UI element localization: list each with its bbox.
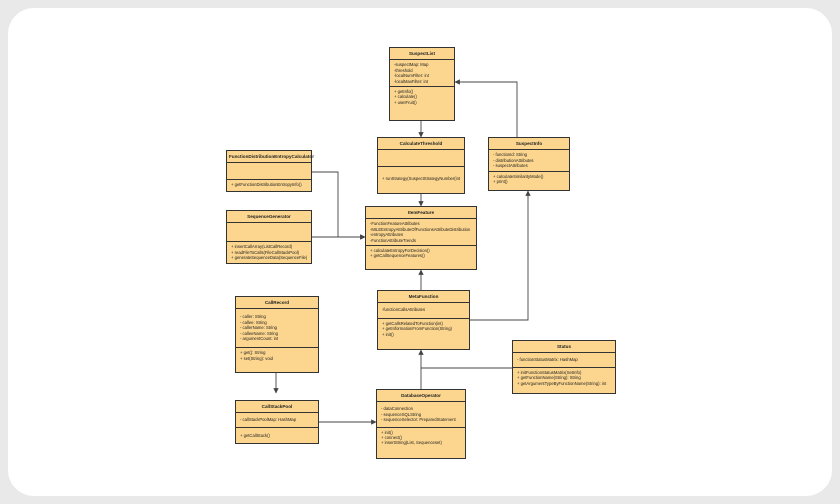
method: + calculate()	[394, 94, 417, 100]
attribute: - callerName: String	[240, 325, 278, 331]
relationship-edges	[273, 79, 531, 425]
attribute: - functionStatusMatrix: HashMap	[517, 357, 578, 363]
class-function-distribution-entropy-calculator[interactable]: FunctionDistributionEntropyCalculator + …	[226, 150, 314, 192]
attribute: -entropyAttributes	[370, 232, 404, 238]
attributes-section	[227, 163, 311, 181]
methods-section: + calculateEntropyForDecision() + getCal…	[366, 246, 476, 261]
method: + init()	[382, 331, 394, 337]
attribute: - sequenceSQLString	[381, 411, 422, 417]
method: + useIFruit()	[394, 99, 417, 105]
attribute: - callee: String	[240, 319, 267, 325]
methods-section: + runStrategy(SuspectStrategyNumber(int)…	[378, 167, 464, 183]
class-status[interactable]: Status - functionStatusMatrix: HashMap +…	[512, 340, 616, 394]
method: + getInfo()	[394, 89, 414, 95]
edge-fde-itemfeature	[312, 171, 366, 240]
class-name: DatabaseOperator	[377, 390, 465, 403]
method: + initFunctionStatusMatrix(SetInfo)	[517, 369, 582, 375]
attribute: -threshold	[394, 67, 413, 73]
class-name: CallRecord	[236, 297, 318, 310]
attributes-section: -functionCallsAttributes	[378, 303, 469, 319]
methods-section: + getCallsRelatedToFunction(int) + getIn…	[378, 319, 469, 339]
method: + readFileToCalls(FileCallStackPool)	[231, 249, 300, 255]
methods-section: + init() + connect() + insertString(List…	[377, 428, 465, 448]
method: + getCallStack()	[240, 432, 270, 438]
method: + insertCallArray(ListCallRecord)	[231, 244, 293, 250]
class-name: Status	[513, 341, 615, 354]
class-name: MetaFunction	[378, 291, 469, 304]
method: + getFunctionName(String): String	[517, 375, 581, 381]
attributes-section: -suspectMap: Map -threshold -localNumFil…	[390, 60, 454, 88]
method: + getInformationFromFunction(String)	[382, 326, 452, 332]
class-name: CallStackPool	[236, 401, 318, 414]
methods-section: + get(): String + set(String): void	[236, 348, 318, 363]
class-name: ItemFeature	[366, 207, 476, 220]
class-call-record[interactable]: CallRecord - caller: String - callee: St…	[235, 296, 319, 373]
attribute: - sequenceSelector: PreparedStatement	[381, 417, 456, 423]
attribute: - caller: String	[240, 314, 266, 320]
methods-section: + calculateSimilarityMode() + print()	[489, 172, 569, 187]
class-database-operator[interactable]: DatabaseOperator - dataConnection - sequ…	[376, 389, 466, 459]
attribute: - dataConnection	[381, 406, 413, 412]
class-calculate-threshold[interactable]: CalculateThreshold + runStrategy(Suspect…	[377, 137, 465, 194]
attributes-section: -FunctionFeatureAttributes -MILEEntropyA…	[366, 219, 476, 247]
class-suspect-list[interactable]: SuspectList -suspectMap: Map -threshold …	[389, 47, 455, 121]
attribute: - functionId: String	[493, 152, 527, 158]
class-meta-function[interactable]: MetaFunction -functionCallsAttributes + …	[377, 290, 470, 350]
attribute: -localMaxFilter: int	[394, 78, 428, 84]
attributes-section: - caller: String - callee: String - call…	[236, 309, 318, 349]
attributes-section	[378, 150, 464, 168]
class-name: FunctionDistributionEntropyCalculator	[227, 151, 314, 164]
method: + calculateEntropyForDecision()	[370, 248, 430, 254]
attribute: - suspectAttributes	[493, 163, 528, 169]
edge-metafunction-suspectinfo	[470, 190, 531, 321]
method: + set(String): void	[240, 355, 273, 361]
method: + generateSequenceData(SequenceFile)	[231, 255, 307, 261]
class-name: SequenceGenerator	[227, 211, 311, 224]
class-name: SuspectList	[390, 48, 454, 61]
attribute: -FunctionAttributeTrends	[370, 237, 416, 243]
method: + print()	[493, 179, 508, 185]
method: + get(): String	[240, 350, 266, 356]
method: + getFunctionDistributionEntropyInfo()	[231, 182, 302, 188]
method: + getArgumentTypeByFunctionName(String):…	[517, 380, 607, 386]
methods-section: + initFunctionStatusMatrix(SetInfo) + ge…	[513, 368, 615, 388]
class-item-feature[interactable]: ItemFeature -FunctionFeatureAttributes -…	[365, 206, 477, 270]
class-name: CalculateThreshold	[378, 138, 464, 151]
class-sequence-generator[interactable]: SequenceGenerator + insertCallArray(List…	[226, 210, 312, 264]
methods-section: + getFunctionDistributionEntropyInfo()	[227, 180, 311, 189]
methods-section: + getCallStack()	[236, 428, 318, 440]
methods-section: + getInfo() + calculate() + useIFruit()	[390, 87, 454, 107]
class-call-stack-pool[interactable]: CallStackPool - callStackPoolMap: HashMa…	[235, 400, 319, 444]
attribute: -functionCallsAttributes	[382, 307, 426, 313]
attribute: -MILEEntropyAttributeOfFunctionsAttribut…	[370, 226, 471, 232]
method: + insertString(List, Sequenceset)	[381, 440, 442, 446]
attribute: - argumentCount: int	[240, 336, 279, 342]
methods-section: + insertCallArray(ListCallRecord) + read…	[227, 242, 311, 262]
method: + getCallsRelatedToFunction(int)	[382, 320, 443, 326]
attribute: -FunctionFeatureAttributes	[370, 221, 420, 227]
method: + connect()	[381, 435, 403, 441]
attribute: - calleeName: String	[240, 330, 278, 336]
attributes-section: - functionId: String - distributionAttri…	[489, 150, 569, 172]
attribute: -suspectMap: Map	[394, 62, 429, 68]
method: + getCallSequenceFeatures()	[370, 253, 425, 259]
attribute: - distributionAttributes	[493, 157, 534, 163]
attribute: - callStackPoolMap: HashMap	[240, 417, 297, 423]
class-suspect-info[interactable]: SuspectInfo - functionId: String - distr…	[488, 137, 570, 191]
attributes-section: - dataConnection - sequenceSQLString - s…	[377, 402, 465, 428]
method: + calculateSimilarityMode()	[493, 173, 544, 179]
diagram-canvas: SuspectList -suspectMap: Map -threshold …	[8, 8, 832, 496]
class-name: SuspectInfo	[489, 138, 569, 151]
attributes-section: - callStackPoolMap: HashMap	[236, 413, 318, 428]
method: + init()	[381, 429, 393, 435]
attribute: -localNumFilter: int	[394, 73, 429, 79]
attributes-section	[227, 223, 311, 243]
method: + runStrategy(SuspectStrategyNumber(int)…	[382, 176, 460, 182]
attributes-section: - functionStatusMatrix: HashMap	[513, 353, 615, 368]
edge-suspectinfo-suspectlist	[454, 79, 518, 137]
